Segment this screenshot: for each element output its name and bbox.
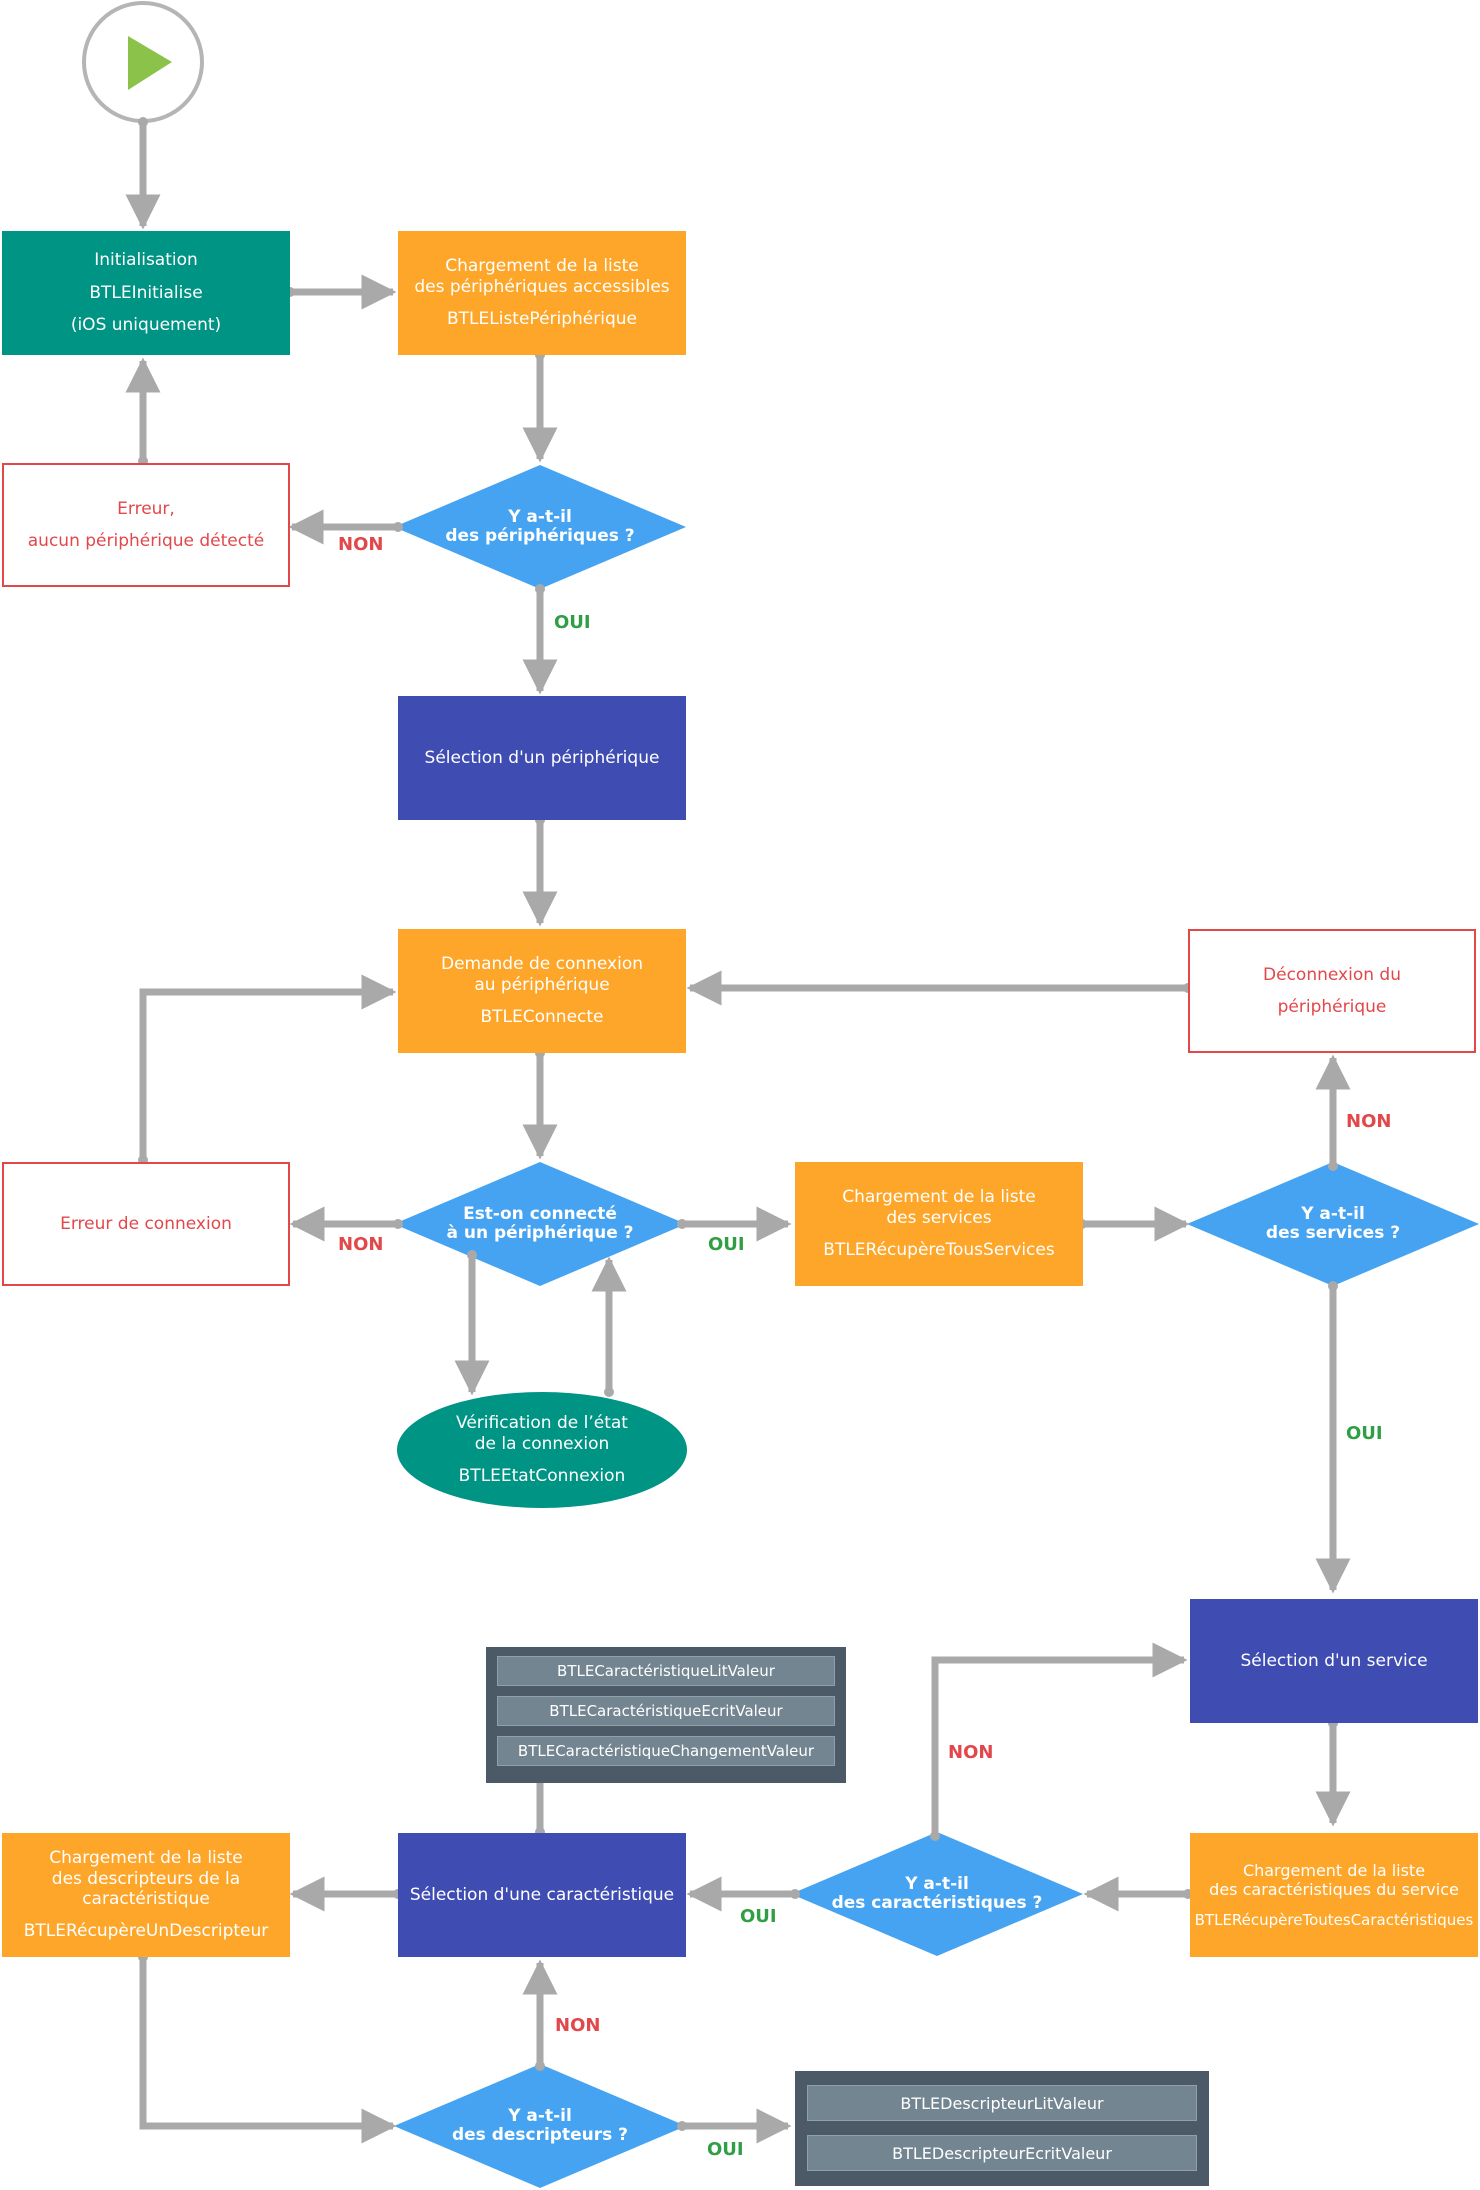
decision-peripherals: Y a-t-il des périphériques ?	[414, 497, 666, 557]
node-error-no-peripheral: Erreur, aucun périphérique détecté	[2, 463, 290, 587]
decision-connected: Est-on connecté à un périphérique ?	[414, 1194, 666, 1254]
node-load-desc-line-3: caractéristique	[82, 1889, 210, 1909]
decision-peripherals-shape	[394, 465, 686, 589]
label-non-services: NON	[1346, 1111, 1392, 1132]
label-oui-descriptors: OUI	[707, 2139, 744, 2160]
node-load-char-line-1: Chargement de la liste	[1242, 1860, 1426, 1880]
func-desc-write[interactable]: BTLEDescripteurEcritValeur	[807, 2135, 1197, 2171]
arrow-char-q-to-select-service	[931, 1642, 1188, 1836]
func-char-read[interactable]: BTLECaractéristiqueLitValeur	[497, 1656, 835, 1686]
decision-connected-line-2: à un périphérique ?	[446, 1223, 634, 1243]
decision-peripherals-line-2: des périphériques ?	[445, 526, 635, 546]
node-init-line-2: BTLEInitialise	[89, 282, 203, 303]
label-oui-services: OUI	[1346, 1423, 1383, 1444]
func-char-change[interactable]: BTLECaractéristiqueChangementValeur	[497, 1736, 835, 1766]
node-load-char-line-2: des caractéristiques du service	[1209, 1880, 1459, 1899]
node-load-characteristics: Chargement de la liste des caractéristiq…	[1190, 1833, 1478, 1957]
node-load-char-line-3: BTLERécupèreToutesCaractéristiques	[1194, 1911, 1474, 1930]
node-load-desc-line-2: des descripteurs de la	[51, 1868, 241, 1889]
label-oui-connected: OUI	[708, 1234, 745, 1255]
node-connect-request: Demande de connexion au périphérique BTL…	[398, 929, 686, 1053]
node-load-services-line-3: BTLERécupèreTousServices	[823, 1240, 1055, 1261]
decision-services-shape	[1187, 1162, 1479, 1286]
node-error-connection: Erreur de connexion	[2, 1162, 290, 1286]
node-select-peripheral: Sélection d'un périphérique	[398, 696, 686, 820]
check-connection-shape	[397, 1392, 687, 1508]
play-icon	[128, 36, 172, 90]
node-load-desc-line-1: Chargement de la liste	[49, 1848, 243, 1869]
decision-descriptors-shape	[394, 2064, 686, 2188]
node-load-desc-line-4: BTLERécupèreUnDescripteur	[23, 1921, 269, 1942]
node-load-peripherals: Chargement de la liste des périphériques…	[398, 231, 686, 355]
decision-char-line-1: Y a-t-il	[905, 1874, 969, 1895]
node-load-peripherals-line-1: Chargement de la liste	[445, 256, 639, 277]
decision-services-line-1: Y a-t-il	[1301, 1204, 1365, 1225]
node-select-service-line-1: Sélection d'un service	[1240, 1650, 1428, 1671]
node-disconnect-line-1: Déconnexion du	[1263, 964, 1401, 985]
node-check-line-2: de la connexion	[474, 1433, 610, 1454]
node-check-line-1: Vérification de l’état	[456, 1413, 628, 1434]
start-node	[82, 1, 204, 123]
decision-desc-line-1: Y a-t-il	[508, 2106, 572, 2127]
node-disconnect-line-2: périphérique	[1277, 997, 1387, 1017]
node-load-services: Chargement de la liste des services BTLE…	[795, 1162, 1083, 1286]
decision-descriptors: Y a-t-il des descripteurs ?	[414, 2096, 666, 2156]
decision-peripherals-line-1: Y a-t-il	[508, 507, 572, 528]
node-check-connection: Vérification de l’état de la connexion B…	[400, 1395, 684, 1505]
func-char-write[interactable]: BTLECaractéristiqueEcritValeur	[497, 1696, 835, 1726]
node-connect-line-1: Demande de connexion	[440, 954, 644, 975]
node-connect-line-3: BTLEConnecte	[480, 1007, 604, 1028]
node-disconnect: Déconnexion du périphérique	[1188, 929, 1476, 1053]
label-non-characteristics: NON	[948, 1742, 994, 1763]
node-load-descriptors: Chargement de la liste des descripteurs …	[2, 1833, 290, 1957]
connectors	[125, 122, 1351, 2144]
node-load-peripherals-line-3: BTLEListePériphérique	[446, 309, 637, 330]
arrow-conn-error-to-connect	[139, 974, 397, 1160]
decision-desc-line-2: des descripteurs ?	[451, 2125, 629, 2145]
node-init-line-1: Initialisation	[94, 250, 198, 271]
node-select-service: Sélection d'un service	[1190, 1599, 1478, 1723]
node-check-line-3: BTLEEtatConnexion	[458, 1466, 626, 1487]
node-err-connection-line-1: Erreur de connexion	[60, 1213, 232, 1234]
label-non-peripherals: NON	[338, 534, 384, 555]
node-load-services-line-2: des services	[886, 1207, 992, 1228]
label-non-descriptors: NON	[555, 2015, 601, 2036]
label-oui-peripherals: OUI	[554, 612, 591, 633]
node-select-peripheral-line-1: Sélection d'un périphérique	[424, 747, 660, 768]
node-select-characteristic: Sélection d'une caractéristique	[398, 1833, 686, 1957]
node-load-peripherals-line-2: des périphériques accessibles	[414, 276, 670, 297]
node-err-peripheral-line-2: aucun périphérique détecté	[27, 531, 265, 551]
connector-dots	[138, 117, 1338, 2131]
decision-characteristics-shape	[791, 1832, 1083, 1956]
node-init-line-3: (iOS uniquement)	[70, 315, 222, 336]
decision-characteristics: Y a-t-il des caractéristiques ?	[811, 1864, 1063, 1924]
label-oui-characteristics: OUI	[740, 1906, 777, 1927]
node-err-peripheral-line-1: Erreur,	[117, 498, 175, 519]
decision-connected-line-1: Est-on connecté	[463, 1204, 617, 1225]
node-initialisation: Initialisation BTLEInitialise (iOS uniqu…	[2, 231, 290, 355]
decision-services-line-2: des services ?	[1265, 1223, 1401, 1243]
node-connect-line-2: au périphérique	[474, 974, 610, 995]
arrow-load-desc-to-question	[139, 1957, 397, 2144]
decision-char-line-2: des caractéristiques ?	[831, 1893, 1043, 1913]
node-select-char-line-1: Sélection d'une caractéristique	[409, 1884, 675, 1905]
node-load-services-line-1: Chargement de la liste	[842, 1187, 1036, 1208]
panel-descriptor-functions: BTLEDescripteurLitValeur BTLEDescripteur…	[795, 2071, 1209, 2186]
label-non-connected: NON	[338, 1234, 384, 1255]
panel-characteristic-functions: BTLECaractéristiqueLitValeur BTLECaracté…	[486, 1647, 846, 1783]
func-desc-read[interactable]: BTLEDescripteurLitValeur	[807, 2085, 1197, 2121]
decision-services: Y a-t-il des services ?	[1207, 1194, 1459, 1254]
